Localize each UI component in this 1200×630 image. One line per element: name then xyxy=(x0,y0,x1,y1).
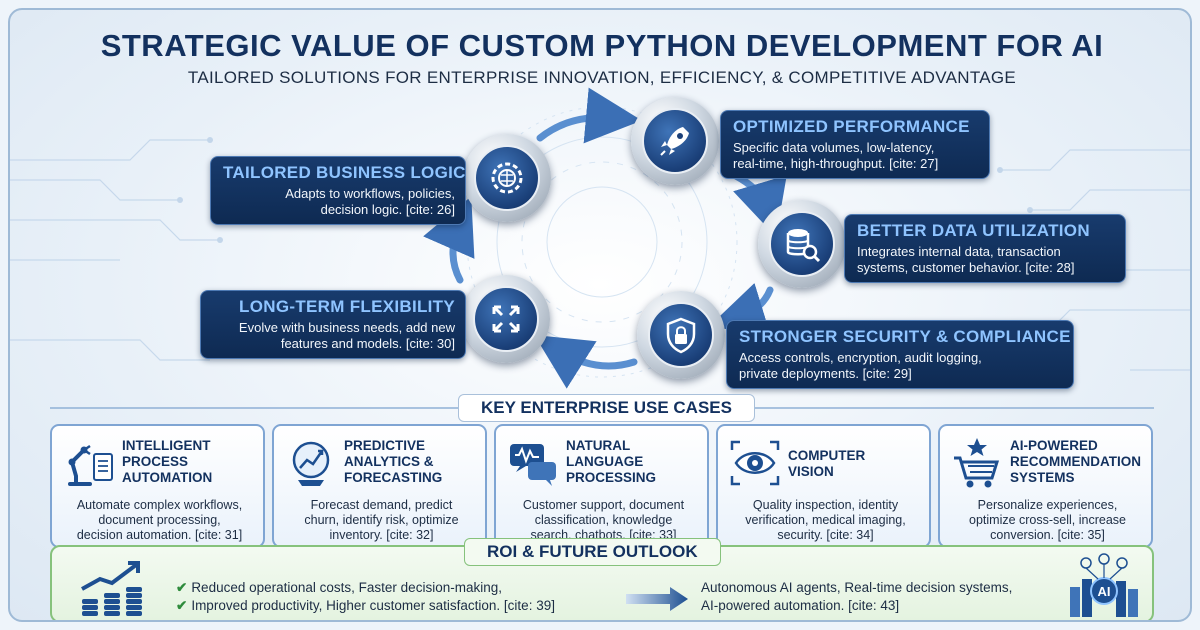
shield-lock-icon xyxy=(666,317,696,354)
page-title: STRATEGIC VALUE OF CUSTOM PYTHON DEVELOP… xyxy=(100,28,1104,63)
callout-title: BETTER DATA UTILIZATION xyxy=(857,221,1090,240)
right-arrow-icon xyxy=(626,587,688,611)
callout-line: Adapts to workflows, policies, xyxy=(285,186,455,201)
callout-line: Integrates internal data, transaction xyxy=(857,244,1061,259)
roi-benefit-line: ✔Improved productivity, Higher customer … xyxy=(176,598,555,613)
cycle-arrow-5 xyxy=(423,196,475,284)
ai-badge-text: AI xyxy=(1098,584,1111,599)
use-case-title: PREDICTIVE ANALYTICS & FORECASTING xyxy=(344,438,443,485)
callout-line: Access controls, encryption, audit loggi… xyxy=(739,350,982,365)
node-flexibility xyxy=(462,275,550,363)
node-security xyxy=(637,291,725,379)
callout-title: STRONGER SECURITY & COMPLIANCE xyxy=(739,327,1071,346)
callout-flexibility: LONG-TERM FLEXIBILITY Evolve with busine… xyxy=(200,290,466,359)
callout-title: LONG-TERM FLEXIBILITY xyxy=(239,297,455,316)
check-icon: ✔ xyxy=(176,580,188,595)
use-case-description: Forecast demand, predict churn, identify… xyxy=(304,498,459,542)
use-case-card: PREDICTIVE ANALYTICS & FORECASTING Forec… xyxy=(272,424,487,548)
callout-data-utilization: BETTER DATA UTILIZATION Integrates inter… xyxy=(844,214,1126,283)
use-case-card: COMPUTER VISION Quality inspection, iden… xyxy=(716,424,931,548)
robot-arm-document-icon xyxy=(68,444,113,486)
use-case-description: Customer support, document classificatio… xyxy=(522,498,685,542)
use-cases-heading: KEY ENTERPRISE USE CASES xyxy=(458,394,755,422)
roi-benefits: ✔Reduced operational costs, Faster decis… xyxy=(176,579,555,615)
callout-security: STRONGER SECURITY & COMPLIANCE Access co… xyxy=(726,320,1074,389)
use-case-card: INTELLIGENT PROCESS AUTOMATION Automate … xyxy=(50,424,265,548)
callout-title: TAILORED BUSINESS LOGIC xyxy=(223,163,466,182)
check-icon: ✔ xyxy=(176,598,188,613)
infographic-frame: STRATEGIC VALUE OF CUSTOM PYTHON DEVELOP… xyxy=(8,8,1192,622)
ai-city-icon: AI xyxy=(1070,553,1138,617)
node-tailored-logic xyxy=(463,134,551,222)
rocket-icon xyxy=(660,127,689,156)
cycle-arrow-3 xyxy=(709,282,774,337)
eye-scan-icon xyxy=(730,440,780,486)
callout-tailored-logic: TAILORED BUSINESS LOGIC Adapts to workfl… xyxy=(210,156,466,225)
database-search-icon xyxy=(786,229,821,263)
page-subtitle: TAILORED SOLUTIONS FOR ENTERPRISE INNOVA… xyxy=(187,68,1017,87)
expand-arrows-icon xyxy=(492,305,520,333)
use-case-title: INTELLIGENT PROCESS AUTOMATION xyxy=(122,438,213,485)
roi-benefit-line: ✔Reduced operational costs, Faster decis… xyxy=(176,580,502,595)
callout-line: real-time, high-throughput. [cite: 27] xyxy=(733,156,939,171)
crystal-ball-chart-icon xyxy=(292,441,330,486)
use-case-card: AI-POWERED RECOMMENDATION SYSTEMS Person… xyxy=(938,424,1153,548)
callout-line: features and models. [cite: 30] xyxy=(280,336,455,351)
callout-optimized-performance: OPTIMIZED PERFORMANCE Specific data volu… xyxy=(720,110,990,179)
growth-chart-coins-icon xyxy=(81,561,142,616)
use-case-description: Automate complex workflows, document pro… xyxy=(76,498,243,542)
callout-line: systems, customer behavior. [cite: 28] xyxy=(857,260,1075,275)
use-case-title: COMPUTER VISION xyxy=(788,448,866,479)
use-case-description: Personalize experiences, optimize cross-… xyxy=(969,498,1126,542)
cycle-arrow-1 xyxy=(536,87,642,144)
use-case-card: NATURAL LANGUAGE PROCESSING Customer sup… xyxy=(494,424,709,548)
roi-heading: ROI & FUTURE OUTLOOK xyxy=(464,538,721,566)
callout-line: Specific data volumes, low-latency, xyxy=(733,140,935,155)
callout-line: Evolve with business needs, add new xyxy=(238,320,455,335)
cycle-arrow-2 xyxy=(732,172,787,237)
shopping-cart-star-icon xyxy=(954,438,1000,488)
brain-gear-icon xyxy=(491,162,523,194)
roi-outlook: Autonomous AI agents, Real-time decision… xyxy=(701,580,1013,613)
callout-line: private deployments. [cite: 29] xyxy=(739,366,912,381)
callout-title: OPTIMIZED PERFORMANCE xyxy=(733,117,970,136)
chat-waveform-icon xyxy=(510,444,556,486)
use-case-title: AI-POWERED RECOMMENDATION SYSTEMS xyxy=(1010,438,1141,485)
use-case-title: NATURAL LANGUAGE PROCESSING xyxy=(566,438,657,485)
use-case-description: Quality inspection, identity verificatio… xyxy=(745,498,906,542)
cycle-arrow-4 xyxy=(534,335,638,389)
node-data-utilization xyxy=(758,200,846,288)
node-optimized-performance xyxy=(631,97,719,185)
callout-line: decision logic. [cite: 26] xyxy=(320,202,455,217)
